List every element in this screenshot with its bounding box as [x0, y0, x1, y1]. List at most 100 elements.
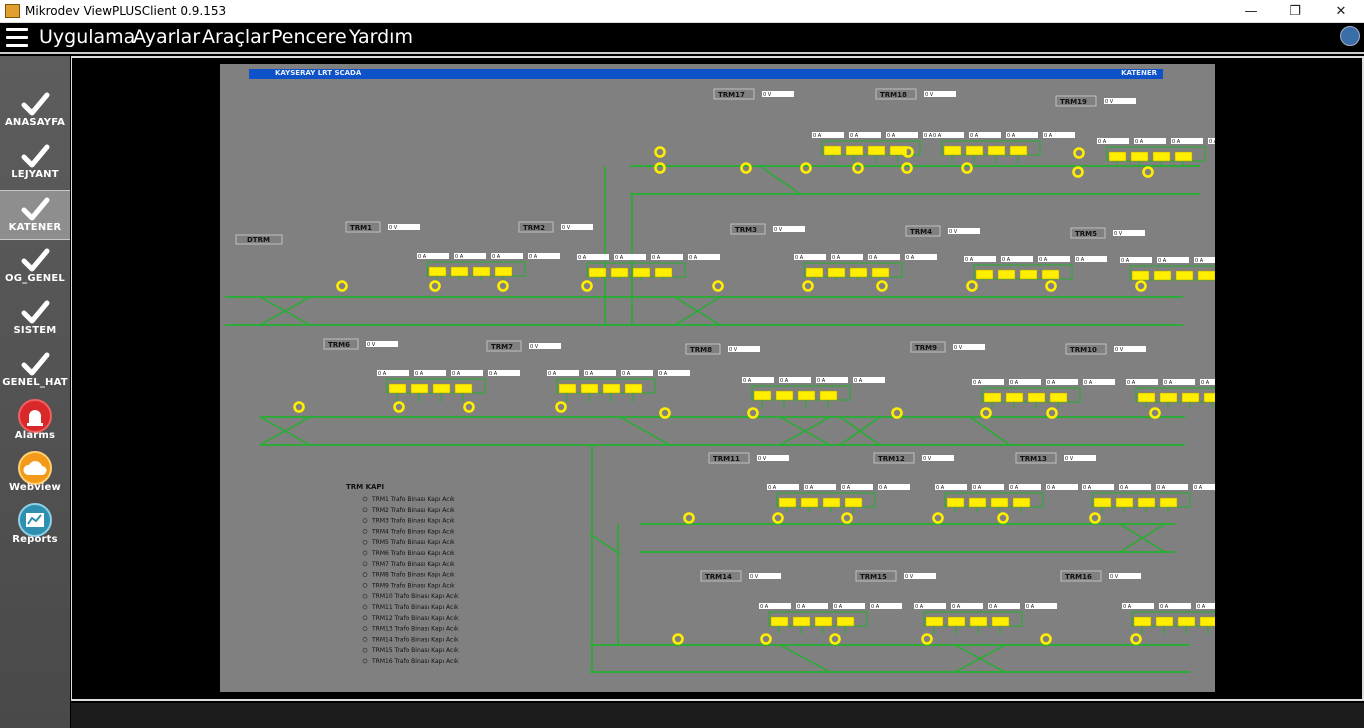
breaker-3[interactable] — [1137, 497, 1156, 508]
sidebar-item-reports[interactable]: Reports — [0, 500, 70, 550]
breaker-2[interactable] — [997, 269, 1016, 280]
disconnector-icon[interactable] — [921, 633, 933, 645]
breaker-2[interactable] — [1153, 270, 1172, 281]
disconnector-icon[interactable] — [654, 162, 666, 174]
menu-pencere[interactable]: Pencere — [271, 26, 347, 48]
breaker-2[interactable] — [450, 266, 469, 277]
breaker-2[interactable] — [792, 616, 811, 627]
restore-button[interactable]: ❐ — [1289, 4, 1301, 19]
disconnector-icon[interactable] — [891, 407, 903, 419]
sidebar-item-og_genel[interactable]: OG_GENEL — [0, 242, 70, 292]
disconnector-icon[interactable] — [1149, 407, 1161, 419]
breaker-2[interactable] — [1130, 151, 1149, 162]
disconnector-icon[interactable] — [683, 512, 695, 524]
hamburger-menu-icon[interactable] — [6, 28, 28, 48]
close-button[interactable]: ✕ — [1335, 4, 1347, 19]
breaker-4[interactable] — [836, 616, 855, 627]
breaker-3[interactable] — [1181, 392, 1200, 403]
disconnector-icon[interactable] — [1045, 280, 1057, 292]
breaker-3[interactable] — [432, 383, 451, 394]
disconnector-icon[interactable] — [1072, 166, 1084, 178]
breaker-3[interactable] — [1152, 151, 1171, 162]
breaker-4[interactable] — [819, 390, 838, 401]
breaker-3[interactable] — [1027, 392, 1046, 403]
disconnector-icon[interactable] — [829, 633, 841, 645]
breaker-2[interactable] — [1115, 497, 1134, 508]
breaker-4[interactable] — [1199, 616, 1215, 627]
disconnector-icon[interactable] — [760, 633, 772, 645]
breaker-3[interactable] — [1175, 270, 1194, 281]
disconnector-icon[interactable] — [961, 162, 973, 174]
disconnector-icon[interactable] — [497, 280, 509, 292]
breaker-3[interactable] — [602, 383, 621, 394]
breaker-4[interactable] — [1197, 270, 1215, 281]
breaker-2[interactable] — [968, 497, 987, 508]
disconnector-icon[interactable] — [740, 162, 752, 174]
breaker-3[interactable] — [969, 616, 988, 627]
disconnector-icon[interactable] — [932, 512, 944, 524]
breaker-4[interactable] — [1203, 392, 1215, 403]
sidebar-item-webview[interactable]: Webview — [0, 448, 70, 498]
breaker-4[interactable] — [494, 266, 513, 277]
breaker-1[interactable] — [975, 269, 994, 280]
breaker-2[interactable] — [1155, 616, 1174, 627]
breaker-3[interactable] — [822, 497, 841, 508]
breaker-2[interactable] — [947, 616, 966, 627]
breaker-3[interactable] — [849, 267, 868, 278]
breaker-4[interactable] — [1012, 497, 1031, 508]
breaker-4[interactable] — [844, 497, 863, 508]
disconnector-icon[interactable] — [654, 146, 666, 158]
menu-yardim[interactable]: Yardım — [349, 26, 413, 48]
breaker-1[interactable] — [805, 267, 824, 278]
disconnector-icon[interactable] — [1089, 512, 1101, 524]
breaker-1[interactable] — [1133, 616, 1152, 627]
disconnector-icon[interactable] — [293, 401, 305, 413]
breaker-2[interactable] — [845, 145, 864, 156]
disconnector-icon[interactable] — [800, 162, 812, 174]
menu-ayarlar[interactable]: Ayarlar — [133, 26, 201, 48]
disconnector-icon[interactable] — [1135, 280, 1147, 292]
disconnector-icon[interactable] — [966, 280, 978, 292]
breaker-1[interactable] — [753, 390, 772, 401]
breaker-1[interactable] — [925, 616, 944, 627]
disconnector-icon[interactable] — [1046, 407, 1058, 419]
disconnector-icon[interactable] — [659, 407, 671, 419]
breaker-1[interactable] — [770, 616, 789, 627]
disconnector-icon[interactable] — [841, 512, 853, 524]
disconnector-icon[interactable] — [902, 146, 914, 158]
breaker-3[interactable] — [1177, 616, 1196, 627]
breaker-3[interactable] — [814, 616, 833, 627]
breaker-3[interactable] — [472, 266, 491, 277]
sidebar-item-alarms[interactable]: Alarms — [0, 396, 70, 446]
disconnector-icon[interactable] — [429, 280, 441, 292]
breaker-4[interactable] — [1009, 145, 1028, 156]
breaker-4[interactable] — [1159, 497, 1178, 508]
breaker-4[interactable] — [1049, 392, 1068, 403]
breaker-4[interactable] — [871, 267, 890, 278]
sidebar-item-katener[interactable]: KATENER — [0, 190, 70, 240]
breaker-4[interactable] — [624, 383, 643, 394]
breaker-2[interactable] — [1159, 392, 1178, 403]
disconnector-icon[interactable] — [463, 401, 475, 413]
breaker-1[interactable] — [823, 145, 842, 156]
disconnector-icon[interactable] — [980, 407, 992, 419]
disconnector-icon[interactable] — [747, 407, 759, 419]
disconnector-icon[interactable] — [672, 633, 684, 645]
disconnector-icon[interactable] — [393, 401, 405, 413]
breaker-1[interactable] — [428, 266, 447, 277]
breaker-1[interactable] — [588, 267, 607, 278]
breaker-4[interactable] — [991, 616, 1010, 627]
sidebar-item-sistem[interactable]: SISTEM — [0, 294, 70, 344]
breaker-1[interactable] — [1131, 270, 1150, 281]
disconnector-icon[interactable] — [802, 280, 814, 292]
disconnector-icon[interactable] — [555, 401, 567, 413]
disconnector-icon[interactable] — [997, 512, 1009, 524]
disconnector-icon[interactable] — [1142, 166, 1154, 178]
breaker-2[interactable] — [827, 267, 846, 278]
breaker-1[interactable] — [983, 392, 1002, 403]
disconnector-icon[interactable] — [1130, 633, 1142, 645]
disconnector-icon[interactable] — [901, 162, 913, 174]
sidebar-item-anasayfa[interactable]: ANASAYFA — [0, 86, 70, 136]
breaker-1[interactable] — [1137, 392, 1156, 403]
disconnector-icon[interactable] — [852, 162, 864, 174]
